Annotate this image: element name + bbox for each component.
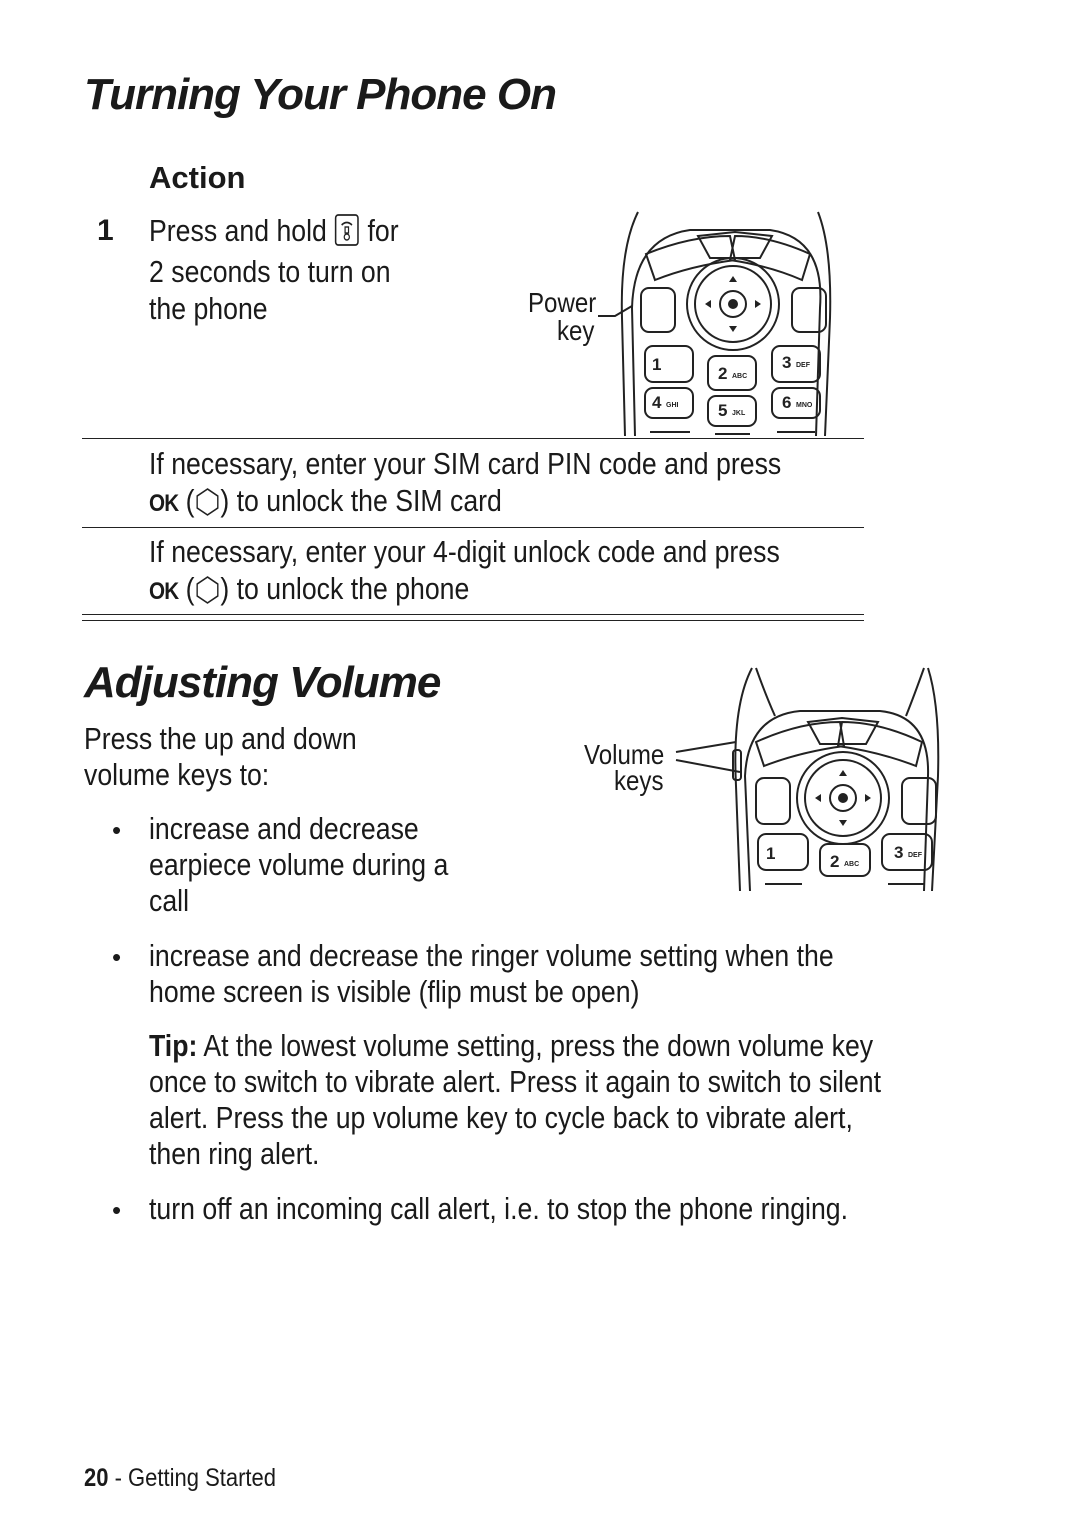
keypad-letters: DEF <box>908 852 923 859</box>
table-rule <box>82 614 864 615</box>
power-key-label-2: key <box>557 315 595 346</box>
phone-keypad-illustration-power: Power key <box>520 208 864 436</box>
section-title-adjusting-volume: Adjusting Volume <box>84 658 441 707</box>
bullet-icon: • <box>112 942 122 972</box>
unlock-line2: OK () to unlock the phone <box>149 570 469 613</box>
center-select-key-icon <box>195 487 221 525</box>
phone-keypad-illustration-volume: Volume keys <box>580 666 952 891</box>
tip-line3: alert. Press the up volume key to cycle … <box>149 1100 853 1135</box>
tip-text-1: At the lowest volume setting, press the … <box>203 1028 874 1063</box>
power-key-icon <box>334 213 360 255</box>
table-rule <box>82 620 864 621</box>
step1-line1: Press and hold for <box>149 212 399 255</box>
volume-keys-label: Volume <box>584 739 665 770</box>
keypad-digit: 1 <box>652 355 661 374</box>
bullet-icon: • <box>112 1195 122 1225</box>
sim-pin-text: to unlock the SIM card <box>236 483 502 518</box>
page-number: 20 <box>84 1464 109 1492</box>
keypad-digit: 3 <box>782 353 791 372</box>
action-column-header: Action <box>149 160 246 195</box>
step1-line1-a: Press and hold <box>149 213 327 248</box>
step1-line3: the phone <box>149 291 268 326</box>
table-rule <box>82 527 864 528</box>
footer-section: Getting Started <box>128 1464 277 1492</box>
bullet-icon: • <box>112 815 122 845</box>
unlock-line1: If necessary, enter your 4-digit unlock … <box>149 534 780 569</box>
keypad-letters: GHI <box>666 402 679 409</box>
bullet2-line1: increase and decrease the ringer volume … <box>149 938 834 973</box>
bullet1-line2: earpiece volume during a <box>149 847 449 882</box>
bullet3-line1: turn off an incoming call alert, i.e. to… <box>149 1191 849 1226</box>
keypad-letters: ABC <box>844 861 859 868</box>
ok-softkey-label: OK <box>149 578 179 605</box>
bullet1-line3: call <box>149 883 190 918</box>
tip-line1: Tip: At the lowest volume setting, press… <box>149 1027 873 1064</box>
step1-line1-b: for <box>367 213 399 248</box>
bullet1-line1: increase and decrease <box>149 811 419 846</box>
keypad-digit: 4 <box>652 393 662 412</box>
sim-pin-line1: If necessary, enter your SIM card PIN co… <box>149 446 782 481</box>
volume-keys-label-2: keys <box>614 765 664 796</box>
power-key-label: Power <box>528 287 597 318</box>
sim-pin-line2: OK () to unlock the SIM card <box>149 482 502 525</box>
keypad-svg-2: 1 2 ABC 3 DEF <box>675 667 940 891</box>
ok-softkey-label: OK <box>149 490 179 517</box>
section-title-turning-on: Turning Your Phone On <box>84 70 557 119</box>
footer-separator: - <box>114 1464 122 1492</box>
tip-line4: then ring alert. <box>149 1136 320 1171</box>
bullet2-line2: home screen is visible (flip must be ope… <box>149 974 640 1009</box>
keypad-digit: 3 <box>894 843 903 862</box>
keypad-digit: 1 <box>766 844 775 863</box>
center-select-key-icon <box>195 575 221 613</box>
tip-label: Tip: <box>149 1028 198 1063</box>
keypad-letters: MNO <box>796 402 813 409</box>
keypad-letters: DEF <box>796 362 811 369</box>
unlock-text: to unlock the phone <box>236 571 470 606</box>
keypad-letters: ABC <box>732 373 747 380</box>
table-rule <box>82 438 864 439</box>
page-footer: 20 - Getting Started <box>84 1464 276 1493</box>
keypad-digit: 2 <box>718 364 727 383</box>
keypad-digit: 5 <box>718 401 727 420</box>
volume-intro-line2: volume keys to: <box>84 757 270 792</box>
keypad-digit: 6 <box>782 393 791 412</box>
keypad-letters: JKL <box>732 410 746 417</box>
tip-line2: once to switch to vibrate alert. Press i… <box>149 1064 882 1099</box>
step1-line2: 2 seconds to turn on <box>149 254 391 289</box>
keypad-digit: 2 <box>830 852 839 871</box>
step-number: 1 <box>97 214 114 247</box>
volume-intro-line1: Press the up and down <box>84 721 357 756</box>
keypad-svg-1: 1 2 ABC 3 DEF 4 GHI 5 JKL 6 MNO <box>598 211 832 436</box>
